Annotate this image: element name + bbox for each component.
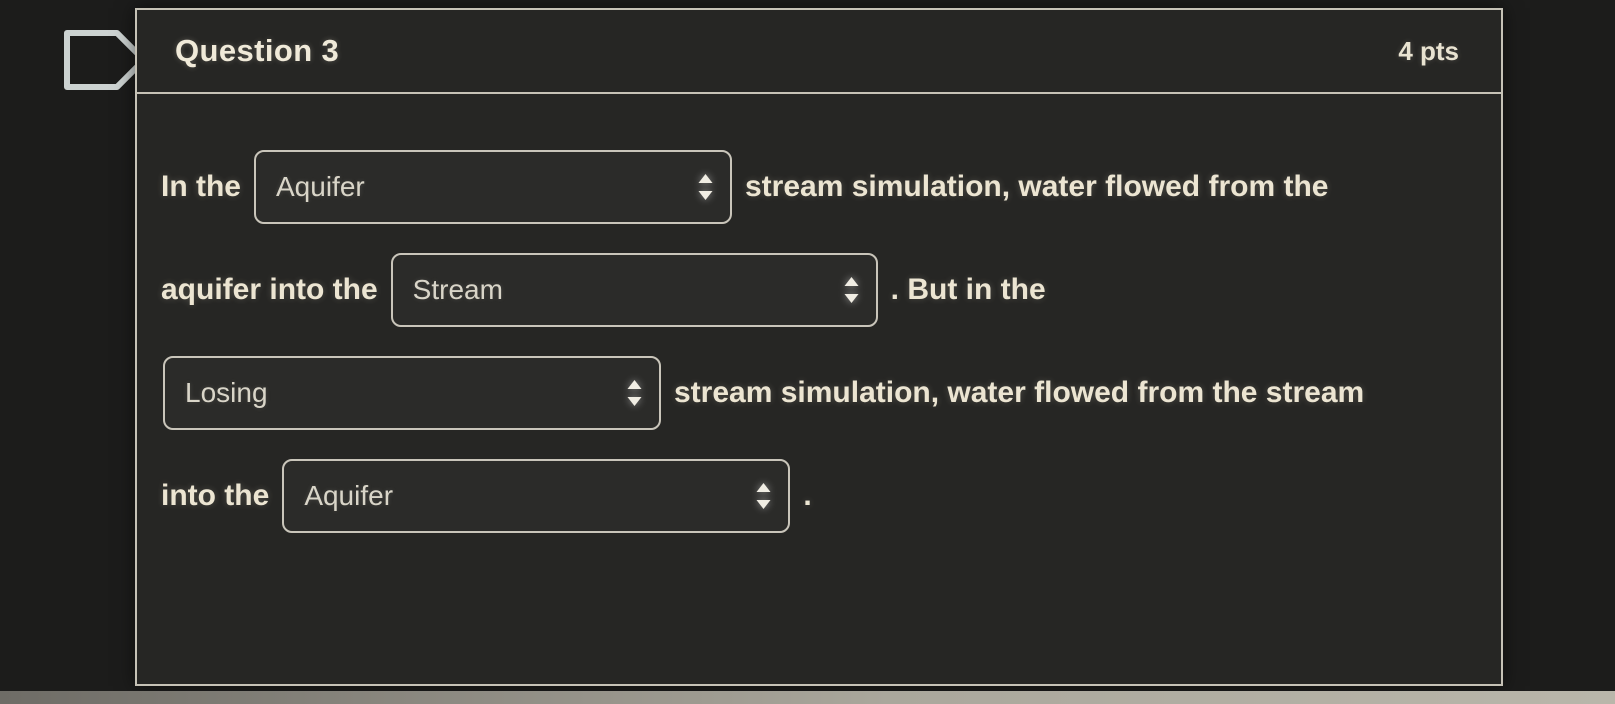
text-segment: stream simulation, water flowed from the… (674, 376, 1365, 409)
up-down-arrow-icon (843, 276, 860, 304)
up-down-arrow-icon (697, 173, 714, 201)
text-segment: . But in the (890, 273, 1046, 306)
question-line-1: In the Aquifer stream simulation, water … (161, 150, 1471, 224)
up-down-arrow-icon (626, 379, 643, 407)
question-title: Question 3 (175, 33, 340, 68)
up-down-arrow-icon (755, 482, 772, 510)
text-segment: stream simulation, water flowed from the (745, 170, 1329, 203)
blank-dropdown-3[interactable]: Losing (163, 356, 661, 430)
blank-dropdown-1[interactable]: Aquifer (254, 150, 732, 224)
text-segment: into the (161, 479, 270, 512)
question-line-4: into the Aquifer . (161, 459, 1471, 533)
blank-dropdown-2-value: Stream (412, 274, 503, 305)
question-body: In the Aquifer stream simulation, water … (137, 94, 1501, 533)
text-segment: aquifer into the (161, 273, 378, 306)
bottom-edge-highlight (0, 691, 1615, 704)
blank-dropdown-2[interactable]: Stream (390, 253, 878, 327)
text-segment: In the (161, 170, 241, 203)
question-header: Question 3 4 pts (137, 10, 1501, 94)
blank-dropdown-4-value: Aquifer (304, 480, 394, 511)
question-line-2: aquifer into the Stream . But in the (161, 253, 1471, 327)
question-bookmark-icon[interactable] (60, 26, 150, 94)
question-line-3: Losing stream simulation, water flowed f… (161, 356, 1471, 430)
blank-dropdown-1-value: Aquifer (276, 171, 365, 202)
text-segment: . (803, 479, 812, 512)
question-card: Question 3 4 pts In the Aquifer stream s… (135, 8, 1503, 686)
blank-dropdown-4[interactable]: Aquifer (282, 459, 791, 533)
points-badge: 4 pts (1398, 35, 1459, 66)
blank-dropdown-3-value: Losing (185, 377, 268, 408)
